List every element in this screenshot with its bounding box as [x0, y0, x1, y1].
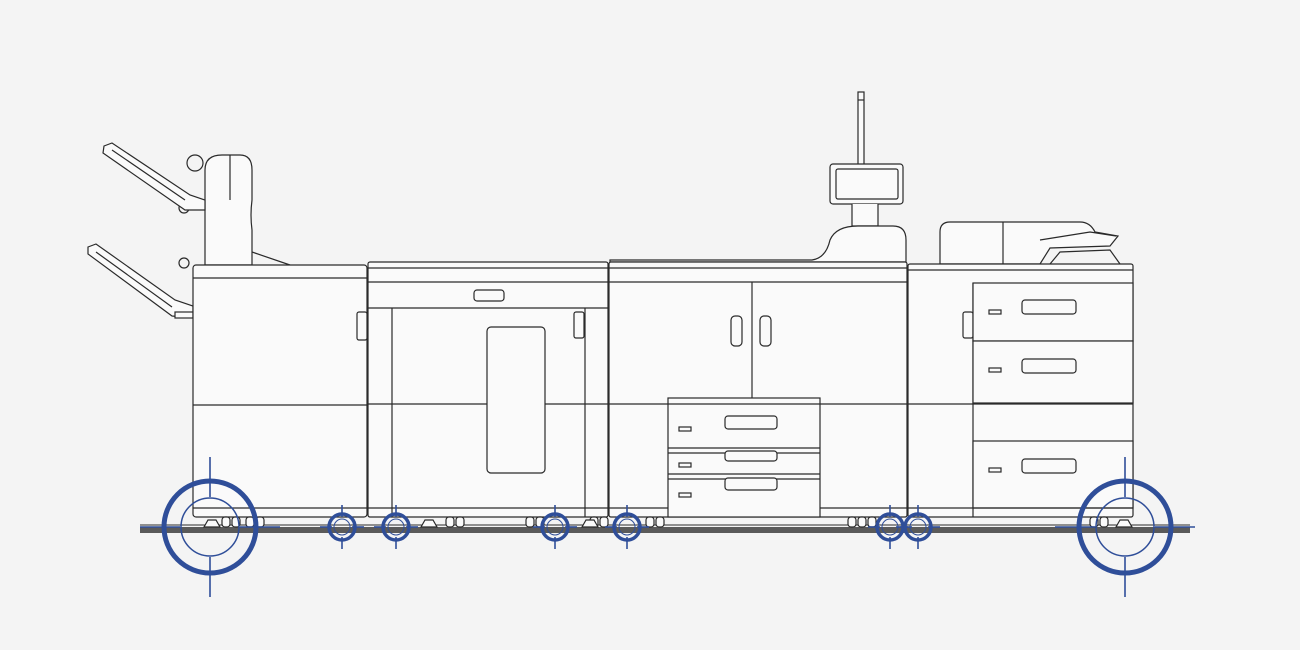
stacker-module: [367, 261, 609, 518]
caster-icon: [645, 516, 665, 528]
caster-icon: [847, 516, 877, 528]
target-crosshair-icon: [374, 505, 418, 549]
right-door-handle: [759, 315, 772, 347]
lower-output-tray: [87, 243, 194, 319]
upper-output-tray: [102, 142, 206, 211]
engine-paper-trays: [667, 397, 821, 518]
target-crosshair-icon: [320, 505, 364, 549]
target-crosshair-icon: [605, 505, 649, 549]
paper-feed-module: [907, 221, 1134, 518]
target-crosshair-icon: [140, 457, 280, 597]
target-crosshair-icon: [896, 505, 940, 549]
target-crosshair-icon: [1055, 457, 1195, 597]
main-engine-module: [608, 91, 908, 518]
control-panel-display: [829, 163, 904, 227]
caster-icon: [445, 516, 465, 528]
stacker-window: [486, 326, 546, 474]
stacker-handle: [473, 289, 505, 302]
caster-icon: [1089, 516, 1109, 528]
leveling-point-markers: [140, 457, 1195, 597]
target-crosshair-icon: [533, 505, 577, 549]
finisher-module: [87, 142, 368, 518]
floor-line: [140, 524, 1190, 533]
feed-paper-drawers: [908, 282, 1134, 509]
left-door-handle: [730, 315, 743, 347]
